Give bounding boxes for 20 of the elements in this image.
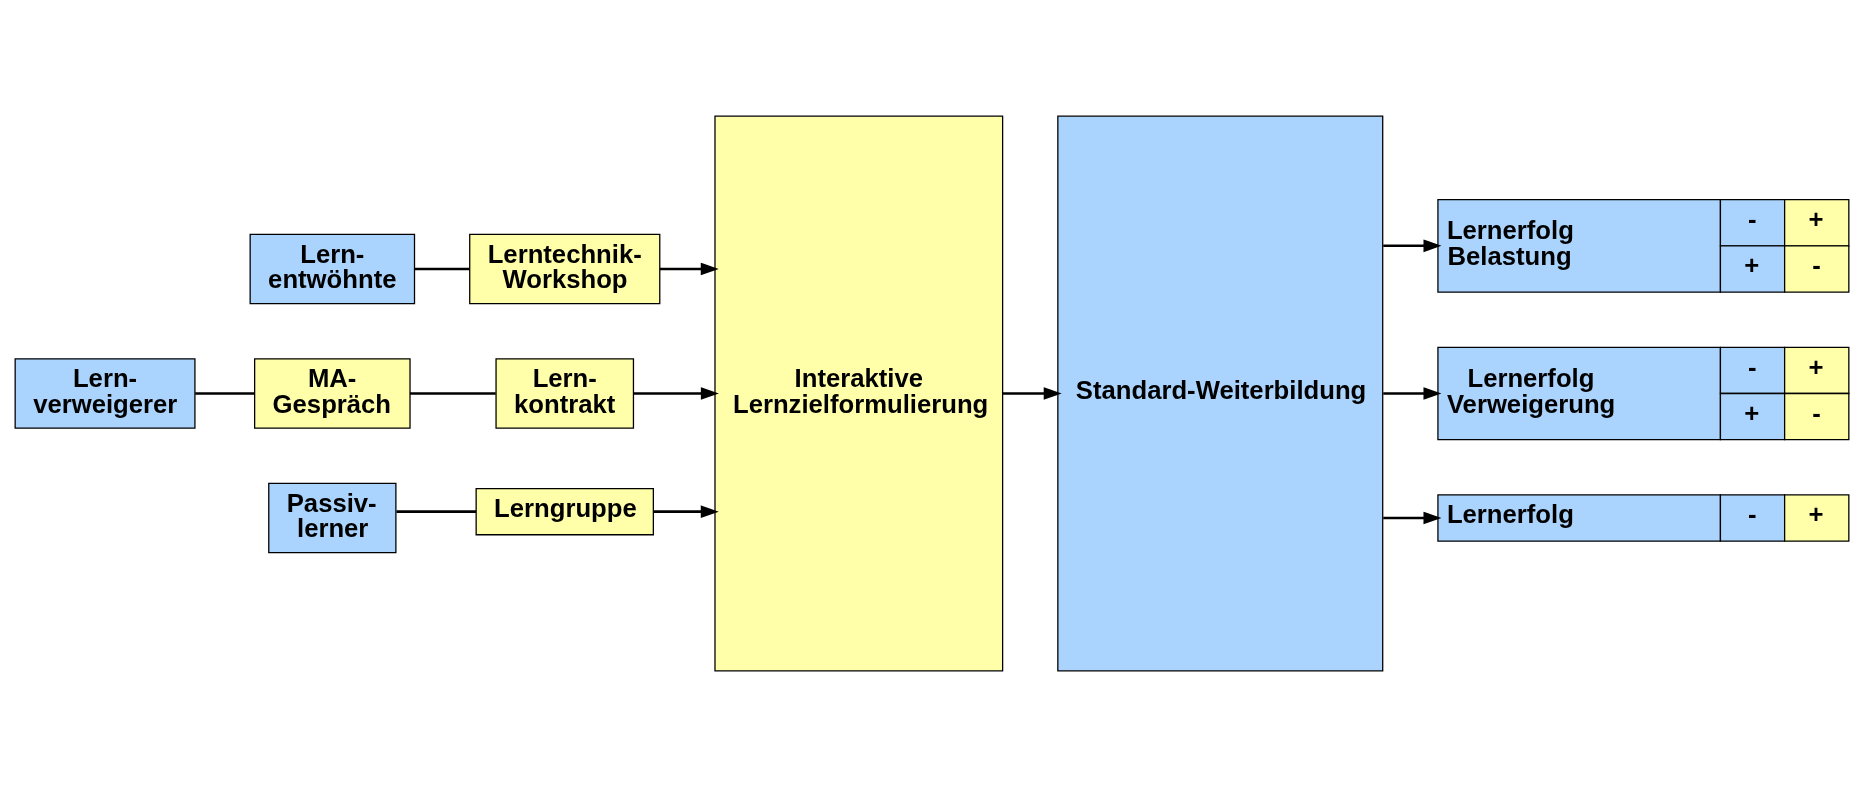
arrow — [652, 505, 719, 518]
node-box: Lerntechnik- Workshop — [468, 233, 660, 305]
node-box: Standard-Weiterbildung — [1056, 115, 1383, 672]
node-box: Lern- kontrakt — [494, 358, 634, 429]
arrow — [1382, 387, 1441, 400]
node-box: Lerngruppe — [475, 487, 654, 536]
connector — [395, 510, 476, 513]
connector — [409, 392, 496, 395]
node-box: Interaktive Lernzielformulierung — [713, 115, 1003, 672]
arrow — [1002, 387, 1062, 400]
arrow — [1382, 511, 1441, 525]
node-box: Lern- entwöhnte — [249, 233, 415, 305]
node-box: MA- Gespräch — [253, 358, 411, 429]
connector — [414, 267, 469, 271]
arrow — [659, 262, 719, 276]
connector — [194, 392, 254, 395]
node-box: Lern- verweigerer — [14, 358, 196, 429]
arrow — [633, 387, 719, 400]
arrow — [1382, 239, 1441, 253]
node-box: Passiv- lerner — [267, 482, 397, 554]
